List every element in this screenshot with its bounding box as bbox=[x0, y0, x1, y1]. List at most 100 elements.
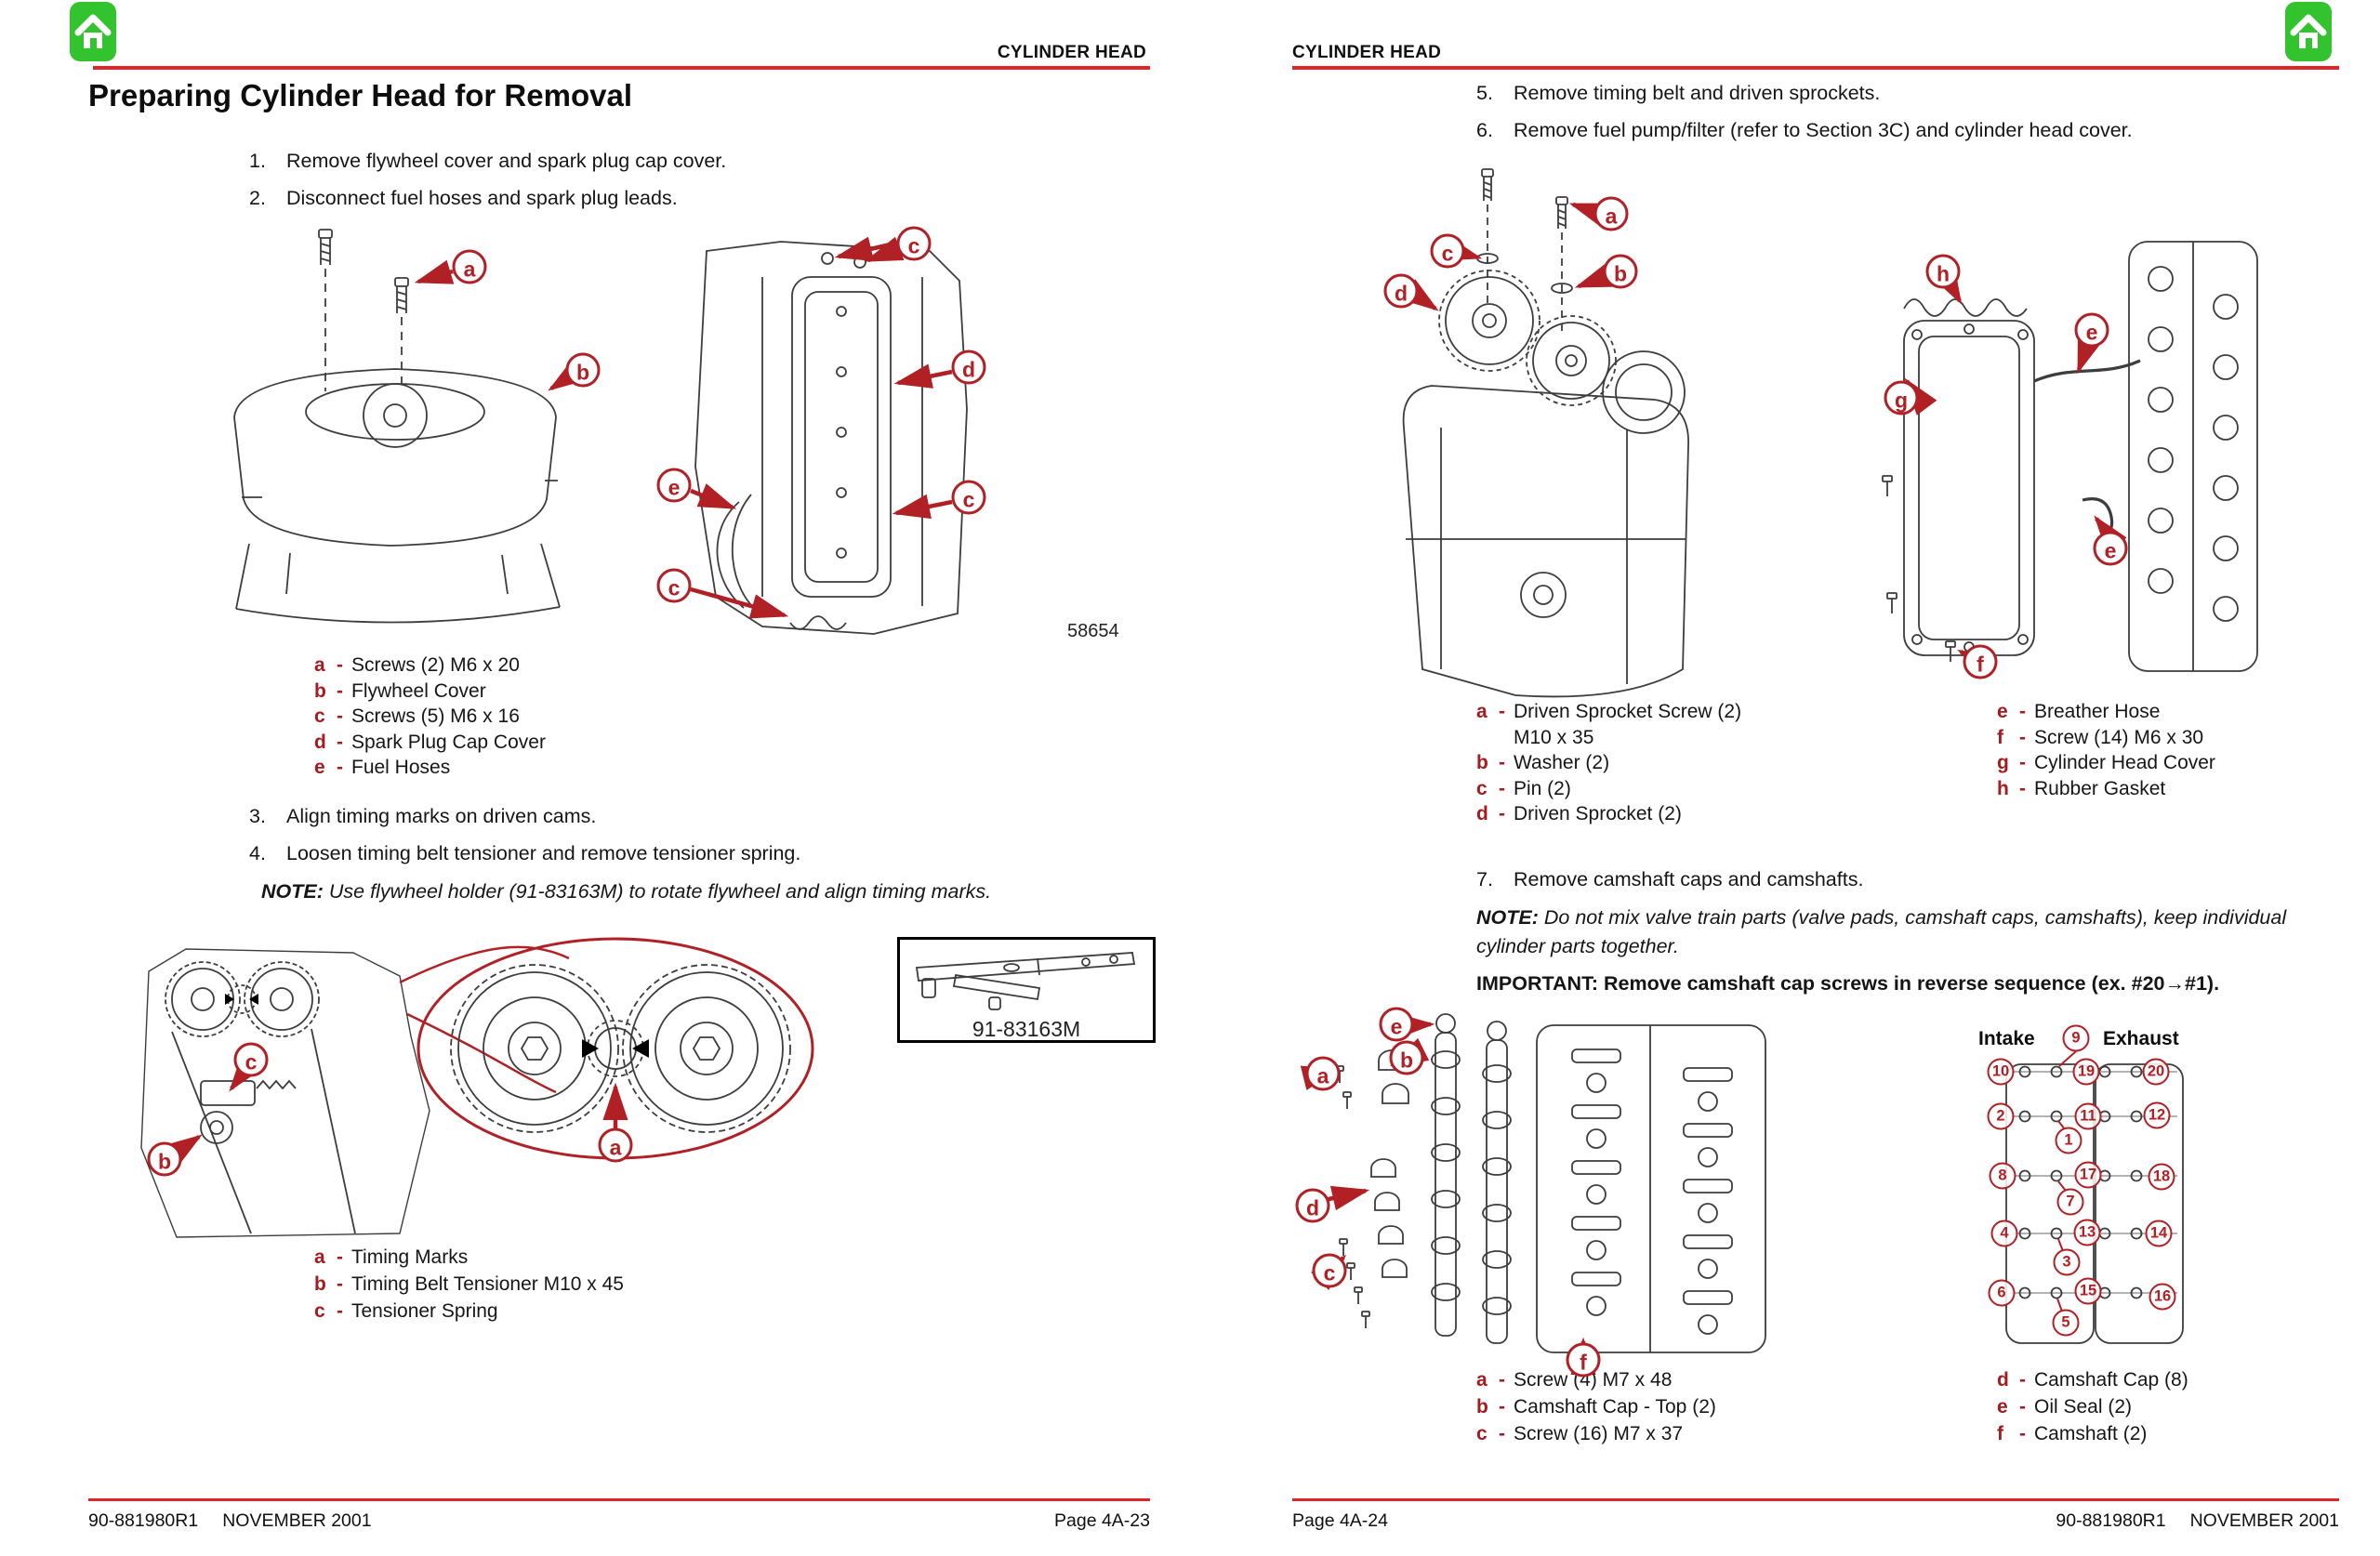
legend-key: e bbox=[1997, 1396, 2008, 1418]
legend-text: Pin (2) bbox=[1514, 777, 1571, 799]
legend-key: c bbox=[1476, 1423, 1488, 1444]
step-5: 5. Remove timing belt and driven sprocke… bbox=[1476, 82, 1880, 105]
figure-engine-side-view bbox=[690, 236, 968, 635]
legend-dash: - bbox=[337, 757, 343, 778]
step-2: 2. Disconnect fuel hoses and spark plug … bbox=[249, 187, 678, 210]
sequence-number-9: 9 bbox=[2062, 1024, 2090, 1052]
home-button[interactable] bbox=[70, 2, 116, 61]
legend-text: Washer (2) bbox=[1514, 752, 1610, 773]
step-text: Disconnect fuel hoses and spark plug lea… bbox=[286, 187, 678, 209]
step-text: Remove camshaft caps and camshafts. bbox=[1514, 868, 1864, 890]
step-text: Align timing marks on driven cams. bbox=[286, 805, 597, 827]
legend-text: Breather Hose bbox=[2034, 701, 2161, 722]
legend-dash: - bbox=[2019, 1423, 2026, 1444]
note-flywheel-holder: NOTE: Use flywheel holder (91-83163M) to… bbox=[261, 877, 1126, 906]
legend-sprockets-left: a-Driven Sprocket Screw (2) M10 x 35 b-W… bbox=[1476, 699, 1792, 827]
doc-date: NOVEMBER 2001 bbox=[222, 1510, 372, 1531]
legend-text: Screw (14) M6 x 30 bbox=[2034, 726, 2204, 748]
sequence-number-5: 5 bbox=[2052, 1309, 2080, 1337]
step-1: 1. Remove flywheel cover and spark plug … bbox=[249, 150, 726, 173]
legend-key: h bbox=[1997, 777, 2009, 799]
callout-g: g bbox=[1884, 380, 1919, 415]
figure-sprockets-head-cover bbox=[1400, 168, 2258, 698]
right-page-header: CYLINDER HEAD bbox=[1292, 43, 1442, 62]
legend-dash: - bbox=[1499, 1396, 1505, 1418]
legend-dash: - bbox=[1499, 777, 1505, 799]
callout-c: c bbox=[656, 568, 692, 603]
callout-h: h bbox=[1925, 254, 1961, 289]
sequence-number-7: 7 bbox=[2056, 1188, 2084, 1216]
step-4: 4. Loosen timing belt tensioner and remo… bbox=[249, 842, 800, 865]
legend-key: c bbox=[314, 705, 325, 727]
legend-key: b bbox=[314, 679, 326, 702]
callout-e: e bbox=[2093, 531, 2128, 566]
note-text: Do not mix valve train parts (valve pads… bbox=[1476, 906, 2287, 957]
legend-key: c bbox=[1476, 777, 1488, 799]
legend-text: Driven Sprocket (2) bbox=[1514, 803, 1682, 824]
step-6: 6. Remove fuel pump/filter (refer to Sec… bbox=[1476, 119, 2133, 142]
legend-key: c bbox=[314, 1300, 325, 1322]
legend-text: Cylinder Head Cover bbox=[2034, 752, 2215, 773]
sequence-number-20: 20 bbox=[2142, 1058, 2170, 1086]
legend-key: d bbox=[1997, 1369, 2009, 1391]
legend-text: Camshaft (2) bbox=[2034, 1423, 2148, 1444]
legend-text: Camshaft Cap (8) bbox=[2034, 1369, 2188, 1391]
sequence-number-2: 2 bbox=[1987, 1102, 2015, 1130]
step-3: 3. Align timing marks on driven cams. bbox=[249, 805, 596, 828]
legend-dash: - bbox=[2019, 1369, 2026, 1391]
callout-c: c bbox=[896, 226, 932, 261]
legend-text: Oil Seal (2) bbox=[2034, 1396, 2133, 1418]
legend-camshaft-left: a-Screw (4) M7 x 48 b-Camshaft Cap - Top… bbox=[1476, 1366, 1716, 1447]
sequence-number-4: 4 bbox=[1990, 1220, 2018, 1247]
callout-c: c bbox=[951, 480, 986, 515]
legend-dash: - bbox=[2019, 1396, 2026, 1418]
legend-key: b bbox=[314, 1273, 326, 1295]
legend-key: d bbox=[1476, 803, 1488, 824]
legend-text: Flywheel Cover bbox=[351, 679, 486, 702]
legend-text: Rubber Gasket bbox=[2034, 777, 2166, 799]
step-number: 3. bbox=[249, 805, 266, 827]
sequence-number-12: 12 bbox=[2143, 1101, 2171, 1129]
callout-e: e bbox=[656, 468, 692, 503]
callout-d: d bbox=[951, 349, 986, 385]
figure-reference-number: 58654 bbox=[1067, 621, 1119, 641]
sequence-number-17: 17 bbox=[2074, 1161, 2102, 1189]
flywheel-holder-icon bbox=[915, 952, 1136, 1010]
note-label: NOTE: bbox=[261, 880, 324, 903]
intake-label: Intake bbox=[1978, 1028, 2035, 1049]
home-icon bbox=[70, 2, 116, 61]
legend-dash: - bbox=[2019, 726, 2026, 748]
legend-text: Timing Marks bbox=[351, 1246, 469, 1268]
callout-c: c bbox=[1430, 233, 1465, 269]
legend-key: b bbox=[1476, 752, 1488, 773]
legend-key: a bbox=[1476, 701, 1488, 722]
callout-b: b bbox=[147, 1141, 182, 1177]
legend-flywheel: a-Screws (2) M6 x 20 b-Flywheel Cover c-… bbox=[314, 653, 546, 781]
step-text: Remove flywheel cover and spark plug cap… bbox=[286, 150, 727, 172]
left-page-header: CYLINDER HEAD bbox=[997, 43, 1146, 62]
doc-number: 90-881980R1 bbox=[2056, 1510, 2166, 1531]
callout-a: a bbox=[1305, 1056, 1341, 1091]
callout-e: e bbox=[2074, 312, 2109, 348]
step-7: 7. Remove camshaft caps and camshafts. bbox=[1476, 868, 1863, 891]
legend-key: a bbox=[314, 654, 325, 676]
figure-timing-marks bbox=[140, 937, 814, 1238]
step-text: Loosen timing belt tensioner and remove … bbox=[286, 842, 801, 864]
important-text: Remove camshaft cap screws in reverse se… bbox=[1603, 972, 2220, 995]
home-button[interactable] bbox=[2285, 2, 2332, 61]
step-number: 4. bbox=[249, 842, 266, 864]
tool-box: 91-83163M bbox=[897, 937, 1156, 1043]
doc-number: 90-881980R1 bbox=[88, 1510, 199, 1531]
legend-key: e bbox=[314, 757, 325, 778]
legend-key: d bbox=[314, 731, 326, 753]
step-text: Remove timing belt and driven sprockets. bbox=[1514, 82, 1881, 104]
sequence-number-16: 16 bbox=[2149, 1283, 2176, 1311]
legend-dash: - bbox=[337, 654, 343, 676]
legend-sprockets-right: e-Breather Hose f-Screw (14) M6 x 30 g-C… bbox=[1997, 699, 2215, 801]
figure-flywheel-cover bbox=[233, 229, 587, 624]
page-title: Preparing Cylinder Head for Removal bbox=[88, 78, 632, 112]
callout-d: d bbox=[1383, 273, 1419, 309]
